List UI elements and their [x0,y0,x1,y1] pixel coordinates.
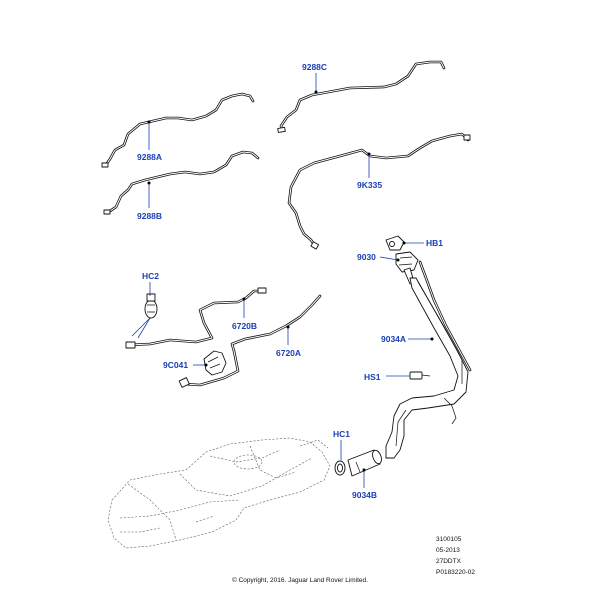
callout-9288C[interactable]: 9288C [302,62,327,72]
copyright-notice: © Copyright, 2016. Jaguar Land Rover Lim… [232,576,368,584]
fuel-tank [107,437,331,549]
vent-line-6720A[interactable] [178,294,322,388]
fuel-line-9K335[interactable] [287,132,471,250]
info-line-4: P0183220-02 [436,569,475,576]
fuel-line-9288C[interactable] [277,60,446,133]
hose-9034B[interactable] [347,449,383,477]
leader-lines [131,73,434,488]
callout-9288B[interactable]: 9288B [137,211,162,221]
callout-HC2[interactable]: HC2 [142,271,159,281]
info-line-1: 3100105 [436,536,462,543]
clamp-HC1[interactable] [334,460,346,476]
callout-HC1[interactable]: HC1 [333,429,350,439]
clamp-HC2[interactable] [144,293,158,319]
callout-HS1[interactable]: HS1 [364,372,381,382]
fuel-line-9288B[interactable] [103,150,260,215]
callout-9288A[interactable]: 9288A [137,152,162,162]
callout-9034B[interactable]: 9034B [352,490,377,500]
callout-9C041[interactable]: 9C041 [163,360,188,370]
callout-9034A[interactable]: 9034A [381,334,406,344]
clip-HB1[interactable] [385,235,405,251]
sensor-HS1[interactable] [409,371,431,380]
callout-9K335[interactable]: 9K335 [357,180,382,190]
callout-labels: 9288C 9288A 9288B 9K335 HB1 9030 HC2 672… [137,62,443,500]
info-line-2: 05-2013 [436,547,460,554]
vent-line-6720B[interactable] [125,287,267,349]
filler-pipe-9034A[interactable] [385,260,472,459]
callout-HB1[interactable]: HB1 [426,238,443,248]
info-block: 3100105 05-2013 27DDTX P0183220-02 [436,536,475,576]
callout-6720A[interactable]: 6720A [276,348,301,358]
callout-9030[interactable]: 9030 [357,252,376,262]
fuel-line-9288A[interactable] [101,92,255,168]
bracket-9C041[interactable] [203,350,227,376]
info-line-3: 27DDTX [436,558,462,565]
callout-6720B[interactable]: 6720B [232,321,257,331]
